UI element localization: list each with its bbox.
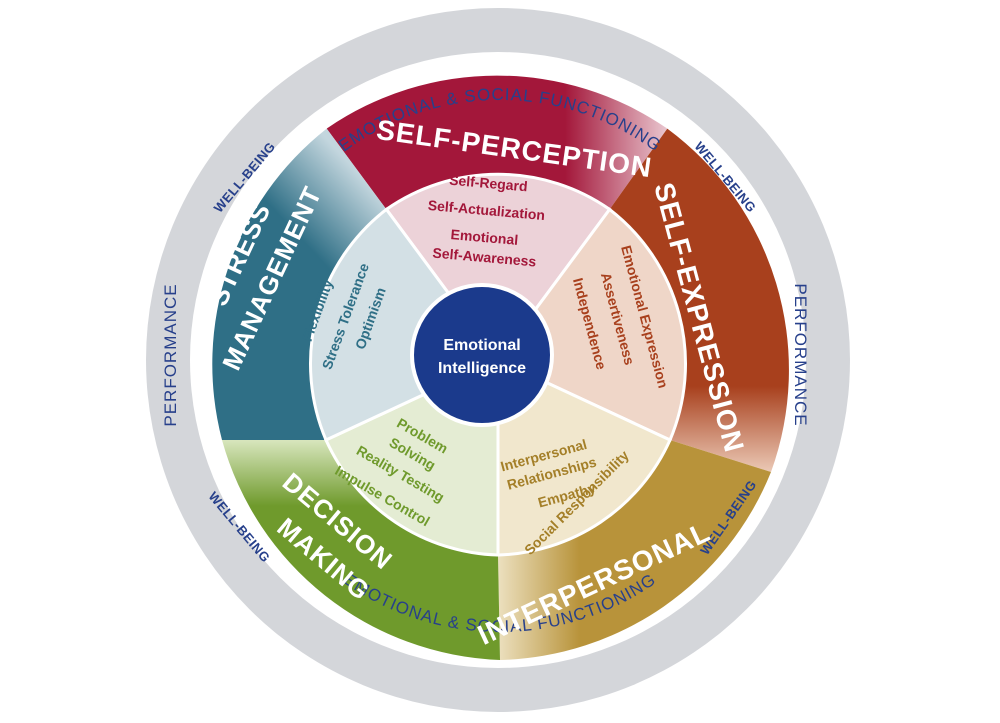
- self-perception-band: [326, 75, 668, 210]
- stress-management-band: [212, 128, 387, 440]
- decision-making-band: [222, 440, 500, 660]
- interpersonal-band: [498, 440, 771, 660]
- interpersonal-inner: [496, 357, 672, 557]
- ring-label-right: PERFORMANCE: [791, 283, 810, 426]
- sub-emotional: Emotional: [450, 226, 519, 248]
- self-expression-band: [609, 128, 789, 472]
- self-expression-inner: [495, 207, 688, 443]
- stress-management-inner: [308, 207, 501, 443]
- center-label-line1: Emotional: [443, 337, 520, 354]
- sub-self-regard: Self-Regard: [449, 172, 529, 195]
- self-perception-inner: [384, 172, 612, 363]
- center-label-line2: Intelligence: [438, 360, 526, 377]
- ring-label-left: PERFORMANCE: [161, 283, 180, 426]
- center-circle: [410, 283, 554, 427]
